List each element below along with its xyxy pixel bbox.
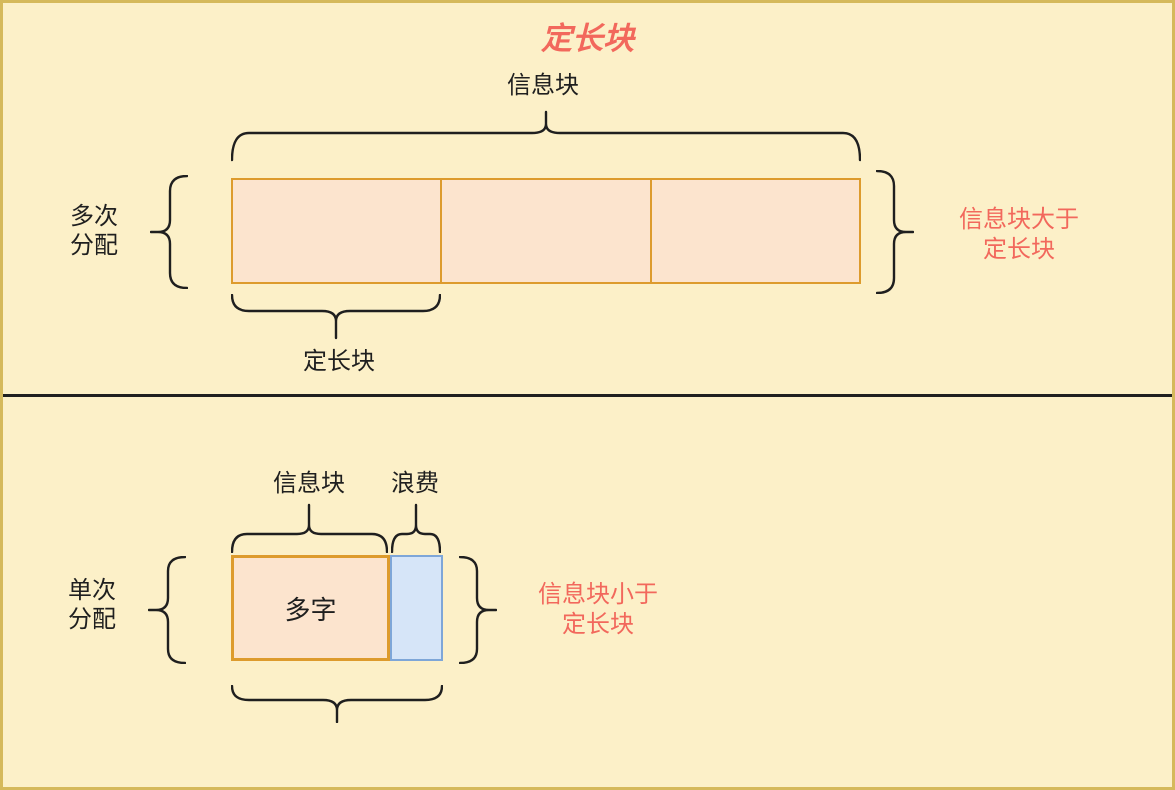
waste-overbrace [391,503,441,553]
info-block-overbrace [231,503,388,553]
info-block-text: 多字 [284,594,337,625]
info-block: 多字 [231,555,390,661]
fixed-block-label: 定长块 [303,348,375,375]
fixed-block-row [231,178,861,284]
fixed-block-cell-2 [440,180,649,282]
greater-than-note: 信息块大于 定长块 [959,206,1079,263]
fixed-block-cell-1 [233,180,440,282]
waste-label: 浪费 [391,470,439,497]
bottom-right-brace [459,556,497,664]
top-right-brace [876,170,914,294]
waste-block [390,555,443,661]
bottom-underbrace [231,685,443,723]
multi-alloc-label: 多次 分配 [70,203,118,259]
section-divider [3,394,1172,397]
top-info-block-label: 信息块 [507,72,579,99]
less-than-note: 信息块小于 定长块 [538,581,658,638]
fixed-block-underbrace [231,294,441,340]
page-title: 定长块 [541,21,634,56]
bottom-left-brace [148,556,186,664]
top-overbrace [231,110,861,162]
bottom-info-block-label: 信息块 [273,470,345,497]
fixed-block-cell-3 [649,180,859,282]
single-alloc-label: 单次 分配 [68,577,116,633]
top-left-brace [150,175,188,289]
